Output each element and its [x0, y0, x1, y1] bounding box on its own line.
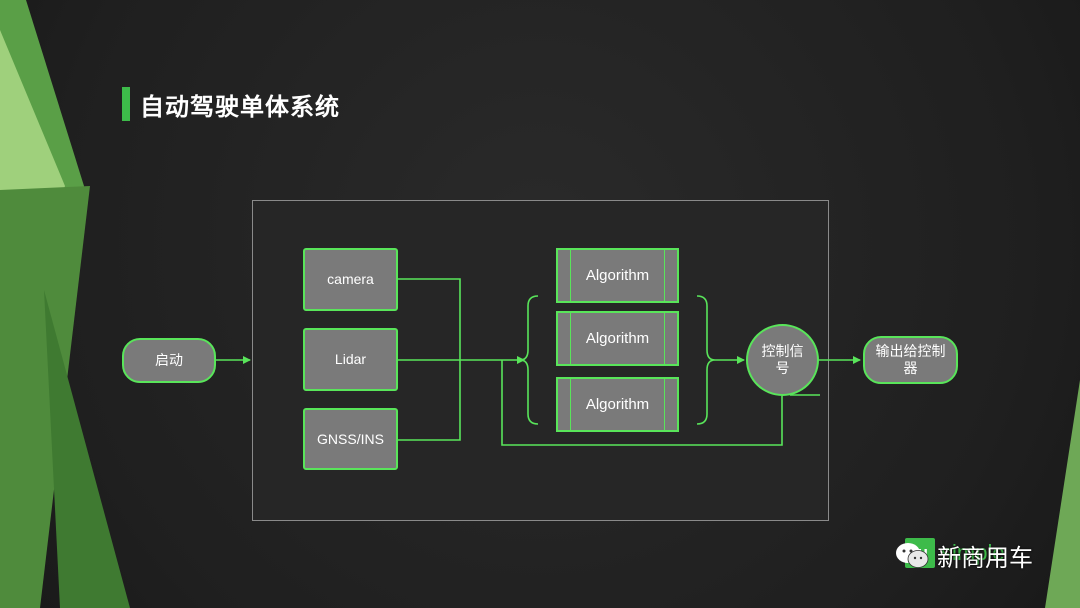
wechat-watermark: 新商用车 [893, 538, 1033, 573]
algorithm-block-3: Algorithm [556, 377, 679, 432]
watermark-text: 新商用车 [937, 544, 1033, 572]
output-node: 输出给控制器 [863, 336, 958, 384]
logo-text: simple [941, 540, 1005, 565]
control-signal-node: 控制信号 [746, 324, 819, 396]
sensor-camera: camera [303, 248, 398, 311]
line-feedback-loop [501, 360, 783, 446]
left-brace [519, 295, 539, 425]
sensor-gnss-ins: GNSS/INS [303, 408, 398, 470]
wechat-icon [896, 542, 929, 568]
title-accent-bar [122, 87, 130, 121]
sensor-camera-label: camera [327, 271, 374, 288]
algorithm-block-2: Algorithm [556, 311, 679, 366]
algorithm-block-1-label: Algorithm [585, 267, 650, 284]
slide-title: 自动驾驶单体系统 [140, 92, 340, 121]
sensor-lidar: Lidar [303, 328, 398, 391]
control-signal-label: 控制信号 [761, 343, 804, 376]
algorithm-block-2-label: Algorithm [585, 330, 650, 347]
start-node-label: 启动 [155, 352, 183, 369]
algorithm-block-3-label: Algorithm [585, 396, 650, 413]
sensor-gnss-ins-label: GNSS/INS [317, 430, 384, 447]
right-brace [696, 295, 716, 425]
output-node-label: 输出给控制器 [875, 343, 946, 376]
start-node: 启动 [122, 338, 216, 383]
sensor-lidar-label: Lidar [334, 351, 367, 368]
algorithm-block-1: Algorithm [556, 248, 679, 303]
slide-header: 自动驾驶单体系统 [122, 84, 340, 124]
